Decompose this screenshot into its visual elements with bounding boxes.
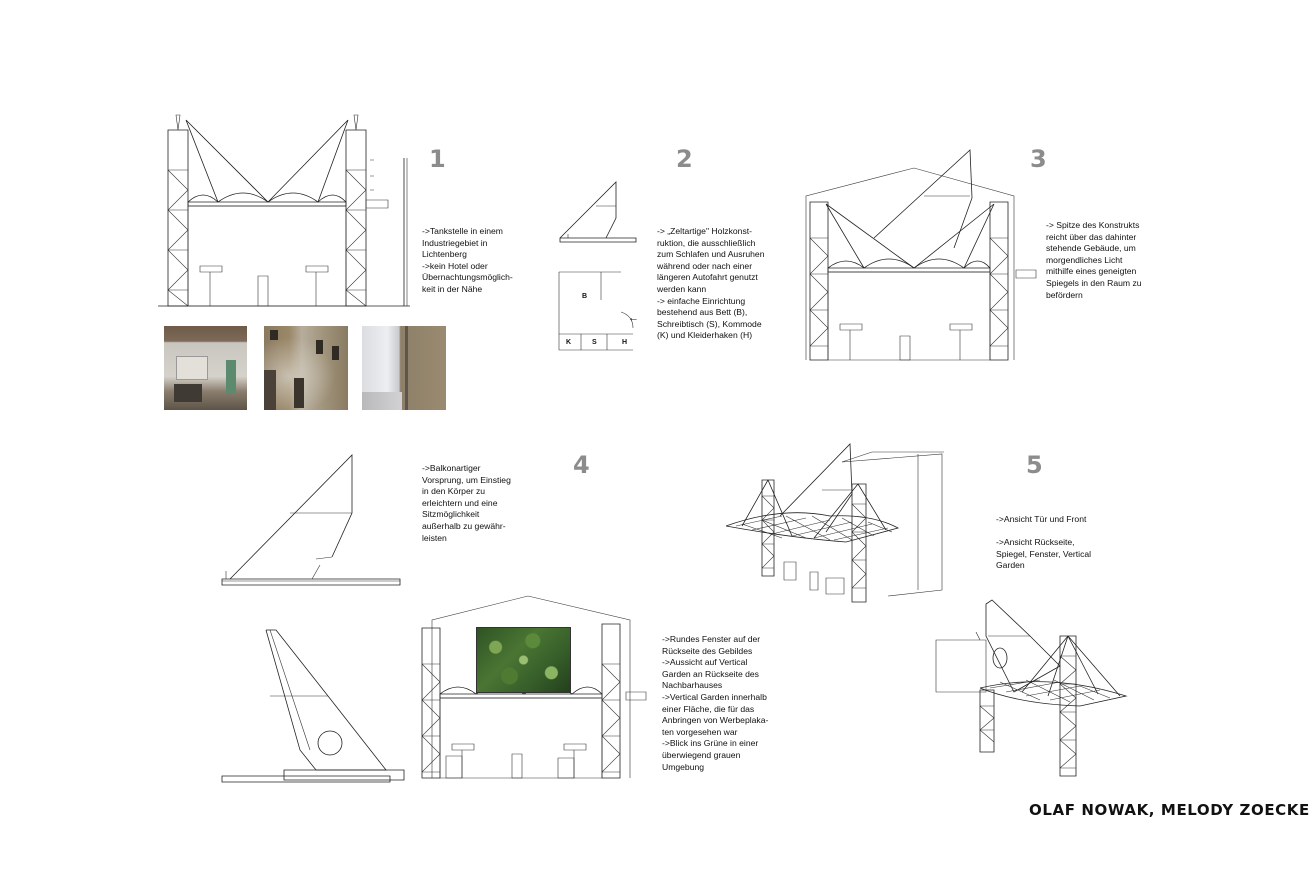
section-2-description: -> „Zeltartige" Holzkonst- ruktion, die … bbox=[657, 226, 765, 341]
section-2-floor-plan bbox=[557, 270, 637, 352]
section-number-3: 3 bbox=[1030, 145, 1047, 173]
site-photo-2 bbox=[264, 326, 348, 410]
authors-credit: OLAF NOWAK, MELODY ZOECKE bbox=[1029, 801, 1310, 819]
section-number-4: 4 bbox=[573, 451, 590, 479]
section-number-2: 2 bbox=[676, 145, 693, 173]
site-photo-1 bbox=[164, 326, 247, 410]
section-4-back-view-drawing bbox=[220, 626, 410, 788]
section-4b-elevation-drawing bbox=[418, 594, 648, 782]
plan-label-bed: B bbox=[582, 293, 588, 300]
vertical-garden-panel bbox=[476, 627, 571, 693]
section-number-1: 1 bbox=[429, 145, 446, 173]
section-3-description: -> Spitze des Konstrukts reicht über das… bbox=[1046, 220, 1142, 300]
plan-label-s: S bbox=[592, 339, 597, 346]
section-1-elevation-drawing bbox=[158, 110, 418, 310]
section-number-5: 5 bbox=[1026, 451, 1043, 479]
plan-label-k: K bbox=[566, 339, 572, 346]
site-photo-3 bbox=[362, 326, 446, 410]
plan-entry-arrow-icon: ← bbox=[628, 312, 639, 324]
section-4b-description: ->Rundes Fenster auf der Rückseite des G… bbox=[662, 634, 769, 772]
section-1-description: ->Tankstelle in einem Industriegebiet in… bbox=[422, 226, 513, 294]
section-5-front-perspective-drawing bbox=[722, 440, 948, 606]
section-5-description: ->Ansicht Tür und Front ->Ansicht Rückse… bbox=[996, 514, 1092, 571]
section-5-back-perspective-drawing bbox=[930, 596, 1134, 778]
section-2-side-view-drawing bbox=[556, 178, 640, 248]
section-4-side-view-drawing bbox=[220, 453, 404, 591]
section-3-elevation-drawing bbox=[804, 148, 1040, 364]
section-4-description: ->Balkonartiger Vorsprung, um Einstieg i… bbox=[422, 463, 511, 543]
plan-label-h: H bbox=[622, 339, 628, 346]
